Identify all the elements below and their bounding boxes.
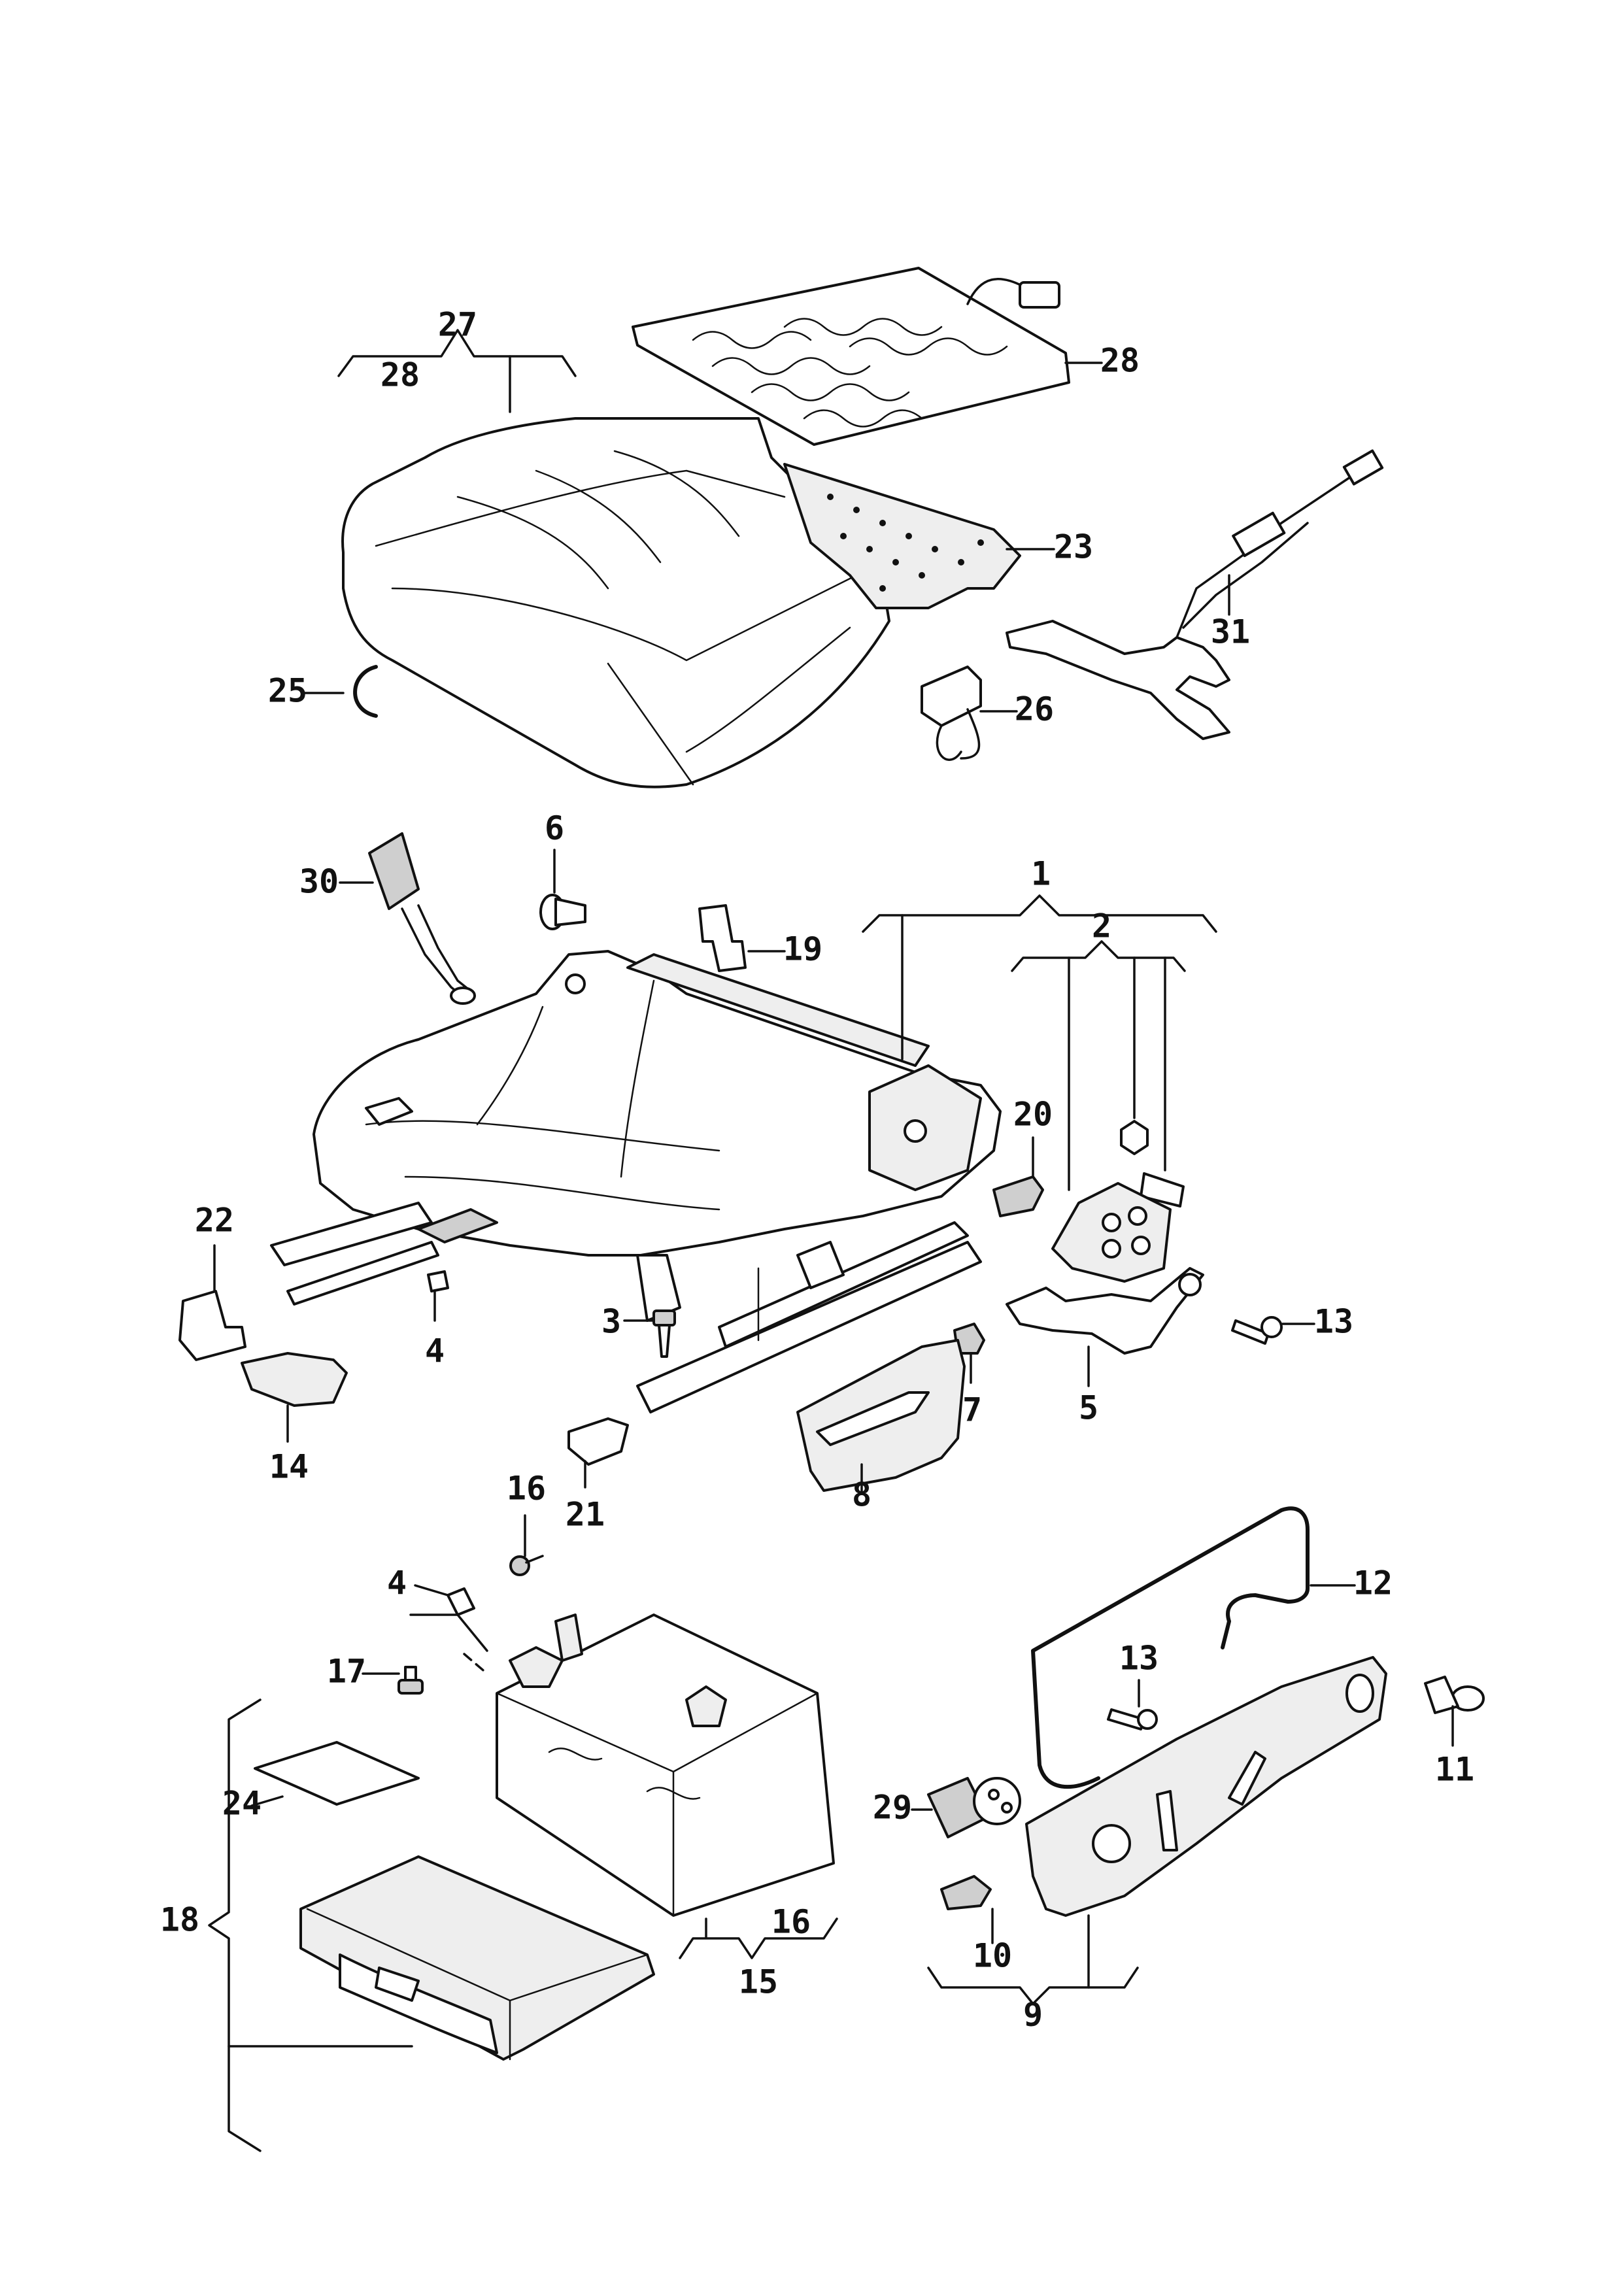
label-4a: 4 bbox=[425, 1332, 445, 1370]
part-trim-8 bbox=[796, 1339, 966, 1492]
part-cap-22 bbox=[178, 1290, 246, 1361]
label-22: 22 bbox=[195, 1202, 234, 1240]
part-screw-13a bbox=[1231, 1316, 1283, 1345]
part-cap-21 bbox=[567, 1417, 629, 1466]
part-c-clip bbox=[353, 665, 378, 718]
label-1: 1 bbox=[1031, 855, 1051, 893]
label-29: 29 bbox=[873, 1789, 912, 1827]
part-clip-10 bbox=[940, 1875, 992, 1910]
label-21: 21 bbox=[566, 1496, 605, 1534]
label-4b: 4 bbox=[387, 1564, 407, 1602]
label-19: 19 bbox=[783, 930, 822, 968]
part-nut-4b bbox=[447, 1587, 475, 1616]
label-10: 10 bbox=[973, 1937, 1012, 1975]
label-31: 31 bbox=[1211, 613, 1250, 651]
part-mat-24 bbox=[254, 1741, 420, 1806]
part-seat-cushion bbox=[341, 417, 1021, 788]
part-bushing-5 bbox=[1178, 1273, 1202, 1296]
label-24: 24 bbox=[222, 1785, 262, 1823]
part-wiring-harness bbox=[1006, 449, 1384, 740]
label-6: 6 bbox=[545, 809, 564, 847]
label-5: 5 bbox=[1079, 1389, 1098, 1427]
label-18: 18 bbox=[160, 1901, 199, 1939]
label-12: 12 bbox=[1353, 1564, 1393, 1602]
part-wire-spring bbox=[1031, 1506, 1310, 1789]
label-25: 25 bbox=[268, 672, 307, 710]
label-3: 3 bbox=[601, 1303, 621, 1341]
part-drawer bbox=[299, 1855, 655, 2061]
part-clip-26 bbox=[921, 666, 982, 761]
part-screw-13b bbox=[1107, 1708, 1158, 1730]
label-13b: 13 bbox=[1119, 1640, 1159, 1678]
label-9: 9 bbox=[1023, 1996, 1043, 2034]
label-26: 26 bbox=[1015, 690, 1054, 728]
label-14: 14 bbox=[269, 1448, 309, 1486]
part-belt-buckle bbox=[368, 832, 476, 1005]
label-20: 20 bbox=[1013, 1096, 1053, 1134]
part-cap-20 bbox=[992, 1175, 1044, 1217]
part-screw-17 bbox=[398, 1666, 424, 1695]
part-seat-frame bbox=[270, 950, 1002, 1413]
label-28b: 28 bbox=[1100, 342, 1140, 380]
part-bracket-5 bbox=[1006, 1267, 1204, 1355]
label-23: 23 bbox=[1054, 528, 1093, 566]
label-16a: 16 bbox=[507, 1470, 546, 1508]
label-16b: 16 bbox=[771, 1903, 811, 1941]
part-bolt-6 bbox=[539, 894, 586, 930]
part-hinge-2 bbox=[1051, 1120, 1185, 1283]
part-nut-4a bbox=[427, 1270, 449, 1292]
label-7: 7 bbox=[962, 1391, 982, 1429]
part-screw-16a bbox=[509, 1555, 544, 1576]
leader-lines bbox=[208, 329, 1454, 2152]
label-27: 27 bbox=[438, 306, 477, 344]
label-15: 15 bbox=[739, 1963, 778, 2001]
label-28a: 28 bbox=[381, 356, 420, 394]
label-13a: 13 bbox=[1314, 1303, 1353, 1341]
label-17: 17 bbox=[327, 1653, 366, 1691]
part-cover-19 bbox=[698, 904, 747, 972]
part-motor-29 bbox=[927, 1777, 1021, 1838]
part-plug-11 bbox=[1424, 1676, 1485, 1714]
part-foam-pad-23 bbox=[827, 494, 984, 592]
label-30: 30 bbox=[299, 863, 339, 901]
part-side-panel bbox=[1025, 1656, 1387, 1917]
label-2: 2 bbox=[1092, 907, 1111, 945]
label-8: 8 bbox=[852, 1476, 871, 1514]
part-screw-3 bbox=[652, 1309, 676, 1358]
part-labels: 27 28 28 23 25 26 31 30 6 19 1 2 20 13 5… bbox=[160, 306, 1474, 2034]
label-11: 11 bbox=[1435, 1751, 1474, 1789]
part-tray-housing bbox=[496, 1613, 835, 1917]
part-cover-14 bbox=[241, 1352, 348, 1407]
part-heating-mat bbox=[632, 267, 1070, 446]
